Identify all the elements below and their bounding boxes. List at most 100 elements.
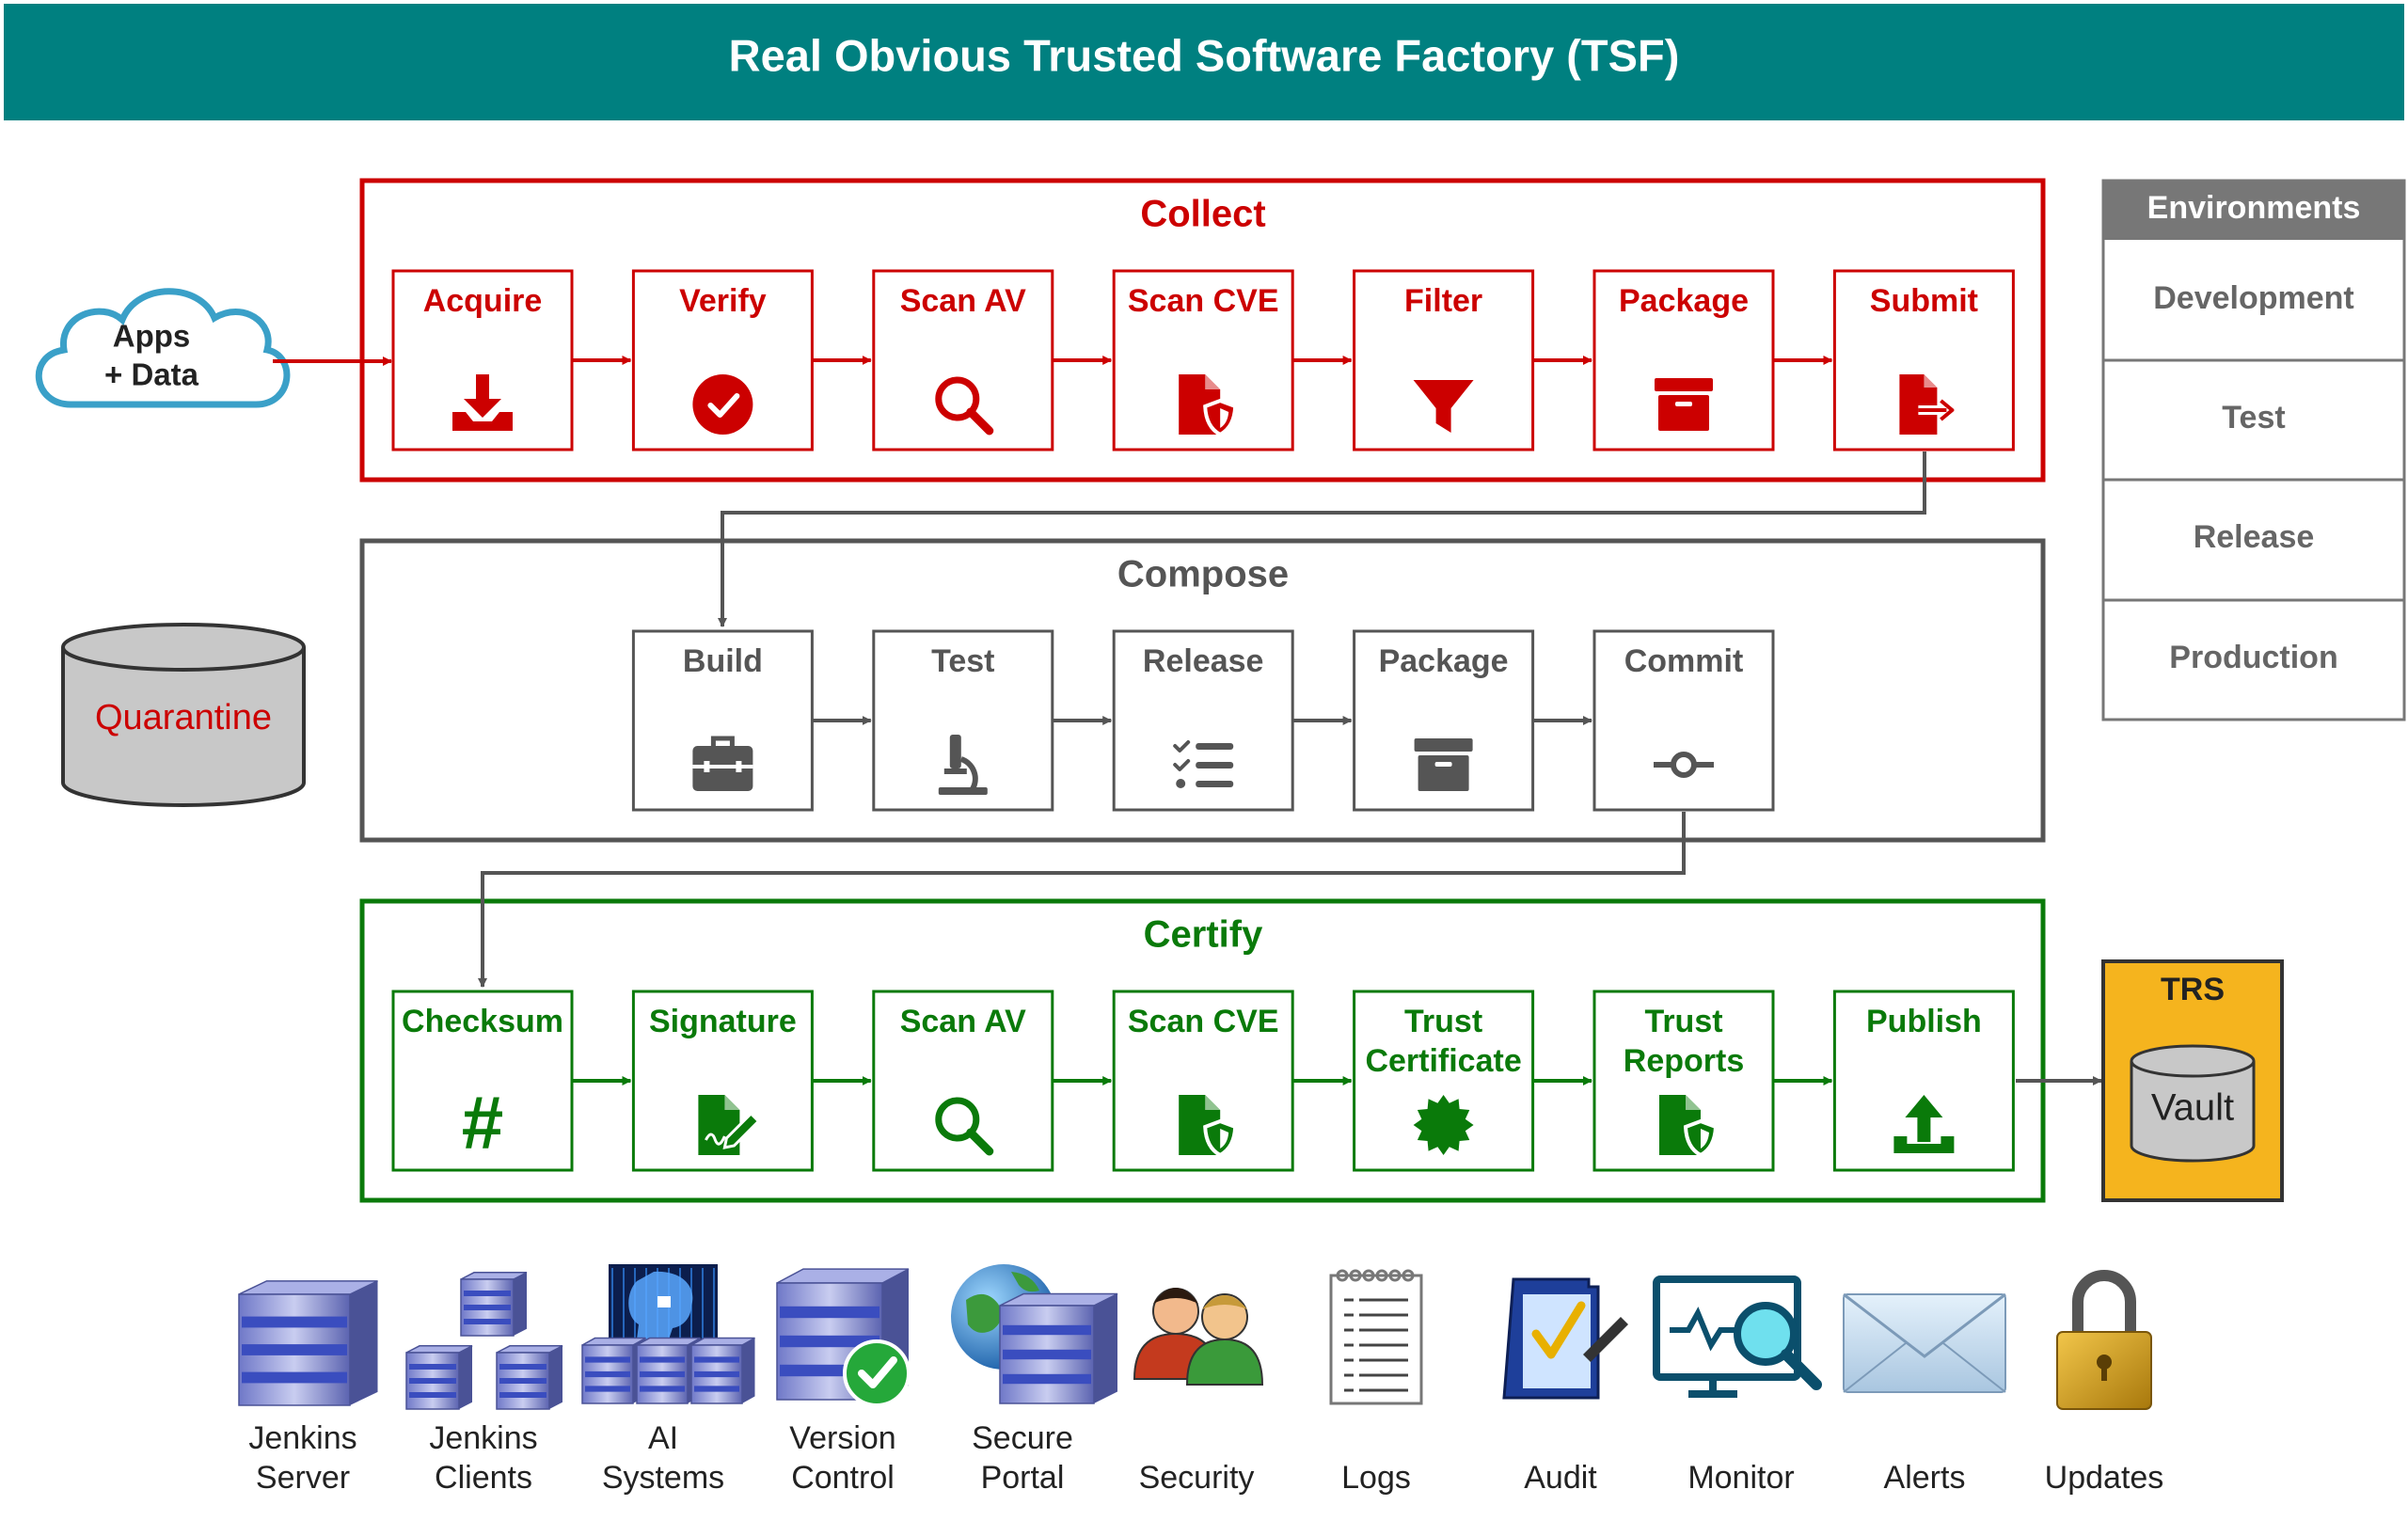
collect-step-scan-cve: Scan CVE [1112, 269, 1294, 452]
notepad-icon [1329, 1269, 1423, 1405]
step-label: Acquire [423, 283, 543, 319]
certify-step-signature: Signature [631, 990, 814, 1172]
environments-header [2103, 181, 2404, 240]
collect-step-verify: Verify [631, 269, 814, 452]
magnifier-icon [935, 1097, 994, 1156]
step-label: Verify [679, 283, 767, 319]
compose-title: Compose [1117, 554, 1289, 595]
step-label: Signature [649, 1004, 797, 1039]
step-label: Certificate [1365, 1043, 1521, 1079]
tool-updates: Updates [2045, 1270, 2164, 1496]
step-label: Build [683, 643, 763, 679]
env-item-development: Development [2153, 280, 2354, 316]
commit-to-checksum-connector [478, 812, 1686, 988]
tool-label: Security [1139, 1460, 1255, 1496]
collect-step-filter: Filter [1353, 269, 1535, 452]
archive-box-icon [1655, 378, 1713, 431]
cloud-icon [35, 288, 291, 408]
step-label: Reports [1624, 1043, 1744, 1079]
tool-label: Alerts [1884, 1460, 1966, 1496]
step-label: Scan CVE [1128, 283, 1279, 319]
tool-label: Logs [1341, 1460, 1411, 1496]
tool-audit: Audit [1502, 1277, 1628, 1496]
tool-label: Monitor [1687, 1460, 1794, 1496]
step-label: Package [1619, 283, 1749, 319]
quarantine-cylinder [61, 623, 306, 807]
file-signature-icon [698, 1095, 761, 1155]
compose-step-build: Build [631, 629, 814, 812]
tool-label: Jenkins [248, 1420, 356, 1456]
collect-step-acquire: Acquire [391, 269, 574, 452]
step-label: Submit [1870, 283, 1978, 319]
file-shield-icon [1179, 1095, 1238, 1158]
compose-step-release-box [1112, 629, 1294, 812]
step-label: Commit [1624, 643, 1744, 679]
tool-label: Jenkins [429, 1420, 537, 1456]
monitor-search-icon [1653, 1275, 1822, 1398]
tool-label: AI [648, 1420, 678, 1456]
tool-label: Systems [602, 1460, 724, 1496]
tool-logs: Logs [1329, 1269, 1423, 1496]
archive-box-icon [1414, 738, 1473, 791]
env-item-release: Release [2194, 519, 2315, 555]
tool-icons-row: JenkinsServerJenkinsClientsAISystemsVers… [238, 1264, 2164, 1496]
users-icon [1133, 1288, 1264, 1386]
step-label: Trust [1644, 1004, 1722, 1039]
source-line2: + Data [104, 357, 199, 392]
microscope-icon [938, 735, 988, 795]
magnifier-icon [935, 376, 994, 436]
step-label: Scan AV [900, 283, 1026, 319]
upload-icon [1893, 1095, 1955, 1153]
svg-text:#: # [462, 1081, 504, 1165]
trs-title: TRS [2161, 972, 2225, 1007]
collect-step-acquire-box [391, 269, 574, 452]
collect-title: Collect [1140, 194, 1265, 235]
vault-cylinder [2130, 1044, 2256, 1163]
tool-security: Security [1133, 1288, 1264, 1496]
ai-servers-icon [581, 1264, 755, 1404]
compose-group [359, 538, 2046, 843]
file-shield-icon [1179, 374, 1238, 437]
step-label: Checksum [402, 1004, 563, 1039]
step-label: Package [1379, 643, 1509, 679]
quarantine-label: Quarantine [95, 698, 272, 737]
step-label: Scan AV [900, 1004, 1026, 1039]
hash-icon: # [462, 1081, 504, 1165]
submit-to-build-connector [718, 452, 1926, 627]
tool-label: Updates [2045, 1460, 2164, 1496]
certify-step-scan-av: Scan AV [872, 990, 1054, 1172]
certify-step-checksum: Checksum # [391, 990, 574, 1172]
step-label: Test [931, 643, 994, 679]
tool-alerts: Alerts [1843, 1292, 2006, 1496]
checklist-icon [1173, 740, 1234, 788]
envelope-icon [1843, 1292, 2006, 1393]
step-label: Publish [1866, 1004, 1982, 1039]
environments-title: Environments [2147, 190, 2361, 226]
collect-group [359, 178, 2046, 483]
certify-step-signature-box [631, 990, 814, 1172]
step-label: Scan CVE [1128, 1004, 1279, 1039]
check-circle-icon [692, 374, 753, 435]
certify-title: Certify [1144, 914, 1263, 956]
tool-label: Portal [981, 1460, 1065, 1496]
server-check-icon [776, 1268, 911, 1407]
toolbox-icon [692, 736, 753, 791]
environments-panel [2101, 179, 2406, 721]
compose-step-commit: Commit [1592, 629, 1775, 812]
tool-label: Server [256, 1460, 350, 1496]
certify-step-checksum-box [391, 990, 574, 1172]
audit-clipboard-icon [1502, 1277, 1628, 1400]
compose-step-test-box [872, 629, 1054, 812]
title-bar [4, 4, 2404, 120]
certificate-seal-icon [1413, 1095, 1474, 1155]
tool-monitor: Monitor [1653, 1275, 1822, 1496]
globe-server-icon [951, 1264, 1118, 1404]
compose-step-package: Package [1353, 629, 1535, 812]
